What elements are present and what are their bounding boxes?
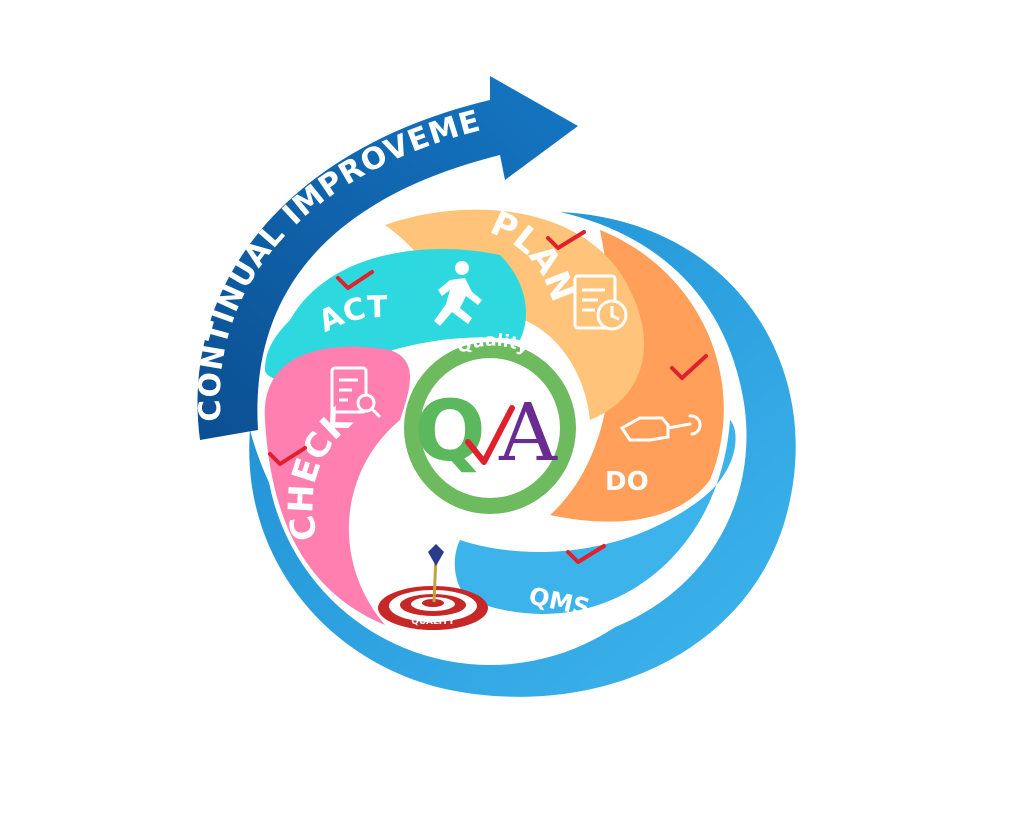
check-check-icon <box>268 446 307 466</box>
qa-letter-a: A <box>498 386 558 479</box>
running-person-icon <box>434 261 482 326</box>
segment-qms <box>454 420 736 614</box>
act-check-icon <box>336 270 374 290</box>
dart-icon <box>428 544 444 603</box>
checkmark-icons <box>268 230 708 564</box>
improvement-arrow-band <box>197 76 578 440</box>
plan-check-icon <box>546 230 586 250</box>
target-icon: QUALITY <box>378 586 488 630</box>
hand-wrench-icon <box>619 414 702 442</box>
document-clock-icon <box>573 274 628 331</box>
segment-label-do: DO <box>605 467 649 497</box>
qa-inner-disc <box>420 358 560 498</box>
document-search-icon <box>330 366 382 419</box>
qa-letter-q: Q <box>414 382 485 480</box>
segment-check <box>264 346 410 625</box>
target-label: QUALITY <box>411 617 455 627</box>
qa-badge: Quality Assurance Q A <box>404 330 576 534</box>
qa-check-icon <box>465 405 515 465</box>
do-check-icon <box>670 354 708 380</box>
qms-check-icon <box>566 544 606 564</box>
